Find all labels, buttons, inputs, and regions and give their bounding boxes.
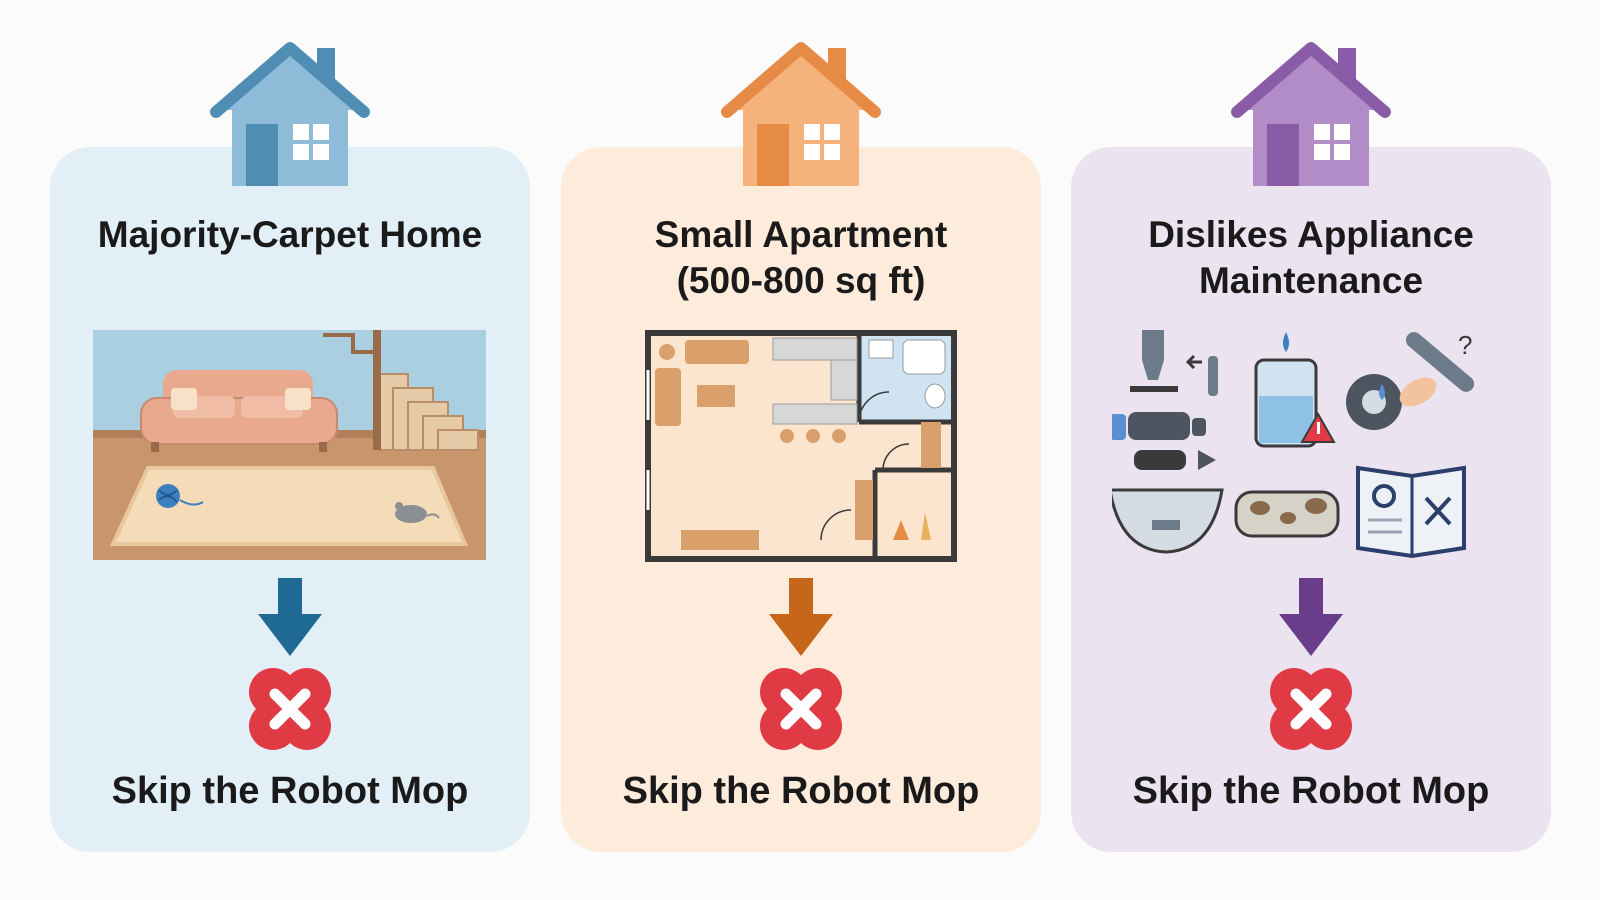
down-arrow-icon [258,578,322,656]
x-mark-icon [1270,668,1352,750]
down-arrow-icon [1279,578,1343,656]
verdict-label: Skip the Robot Mop [1132,770,1490,812]
svg-text:?: ? [1458,330,1472,360]
house-icon [210,42,370,186]
verdict-label: Skip the Robot Mop [622,770,980,812]
house-icon [721,42,881,186]
card-title: Majority-Carpet Home [97,214,483,255]
carpeted-living-room-illustration [93,330,486,560]
card-title: Dislikes Appliance Maintenance [1148,214,1474,301]
maintenance-parts-illustration: ? [1112,330,1475,559]
x-mark-icon [249,668,331,750]
house-icon [1231,42,1391,186]
apartment-floor-plan-illustration [645,330,957,562]
verdict-label: Skip the Robot Mop [111,770,469,812]
down-arrow-icon [769,578,833,656]
card-title: Small Apartment (500-800 sq ft) [654,214,948,301]
x-mark-icon [760,668,842,750]
